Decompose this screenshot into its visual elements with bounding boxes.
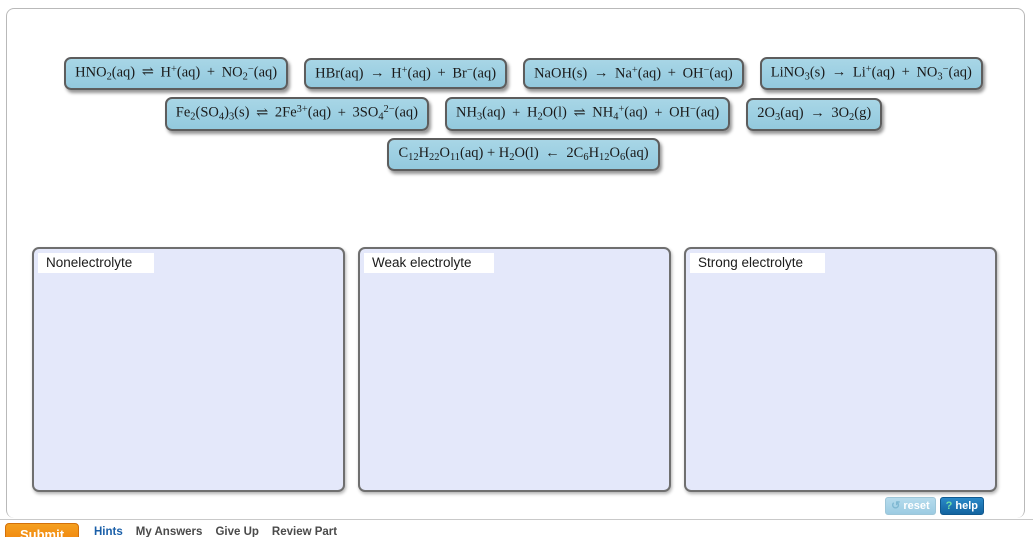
equation-tile-sucrose[interactable]: C12H22O11(aq) + H2O(l) ← 2C6H12O6(aq): [387, 137, 660, 171]
nav-link-review-part[interactable]: Review Part: [271, 526, 338, 537]
tile-row: C12H22O11(aq) + H2O(l) ← 2C6H12O6(aq): [7, 137, 1033, 171]
exercise-panel: HNO2(aq) ⇌ H+(aq) + NO2−(aq) HBr(aq) → H+…: [6, 8, 1025, 518]
dropzone-label-weak-electrolyte: Weak electrolyte: [364, 253, 494, 273]
nav-links: Hints My Answers Give Up Review Part: [94, 526, 337, 537]
tile-row: HNO2(aq) ⇌ H+(aq) + NO2−(aq) HBr(aq) → H+…: [7, 57, 1033, 91]
equation-tile-hbr[interactable]: HBr(aq) → H+(aq) + Br−(aq): [304, 57, 508, 90]
equation-tile-fe2so43[interactable]: Fe2(SO4)3(s) ⇌ 2Fe3+(aq) + 3SO42−(aq): [164, 97, 429, 131]
dropzone-row: Nonelectrolyte Weak electrolyte Strong ele…: [32, 247, 1017, 492]
dropzone-nonelectrolyte[interactable]: Nonelectrolyte: [32, 247, 345, 492]
nav-link-my-answers[interactable]: My Answers: [135, 526, 203, 537]
bottom-toolbar: Submit Hints My Answers Give Up Review Part: [0, 519, 1033, 537]
equation-tile-hno2[interactable]: HNO2(aq) ⇌ H+(aq) + NO2−(aq): [64, 57, 289, 91]
help-button-label: help: [955, 500, 978, 512]
dropzone-strong-electrolyte[interactable]: Strong electrolyte: [684, 247, 997, 492]
equation-tile-nh3[interactable]: NH3(aq) + H2O(l) ⇌ NH4+(aq) + OH−(aq): [445, 97, 731, 131]
equation-tile-lino3[interactable]: LiNO3(s) → Li+(aq) + NO3−(aq): [759, 57, 983, 91]
reset-button[interactable]: ↺ reset: [885, 497, 936, 515]
tile-row: Fe2(SO4)3(s) ⇌ 2Fe3+(aq) + 3SO42−(aq) NH3…: [7, 97, 1033, 131]
dropzone-label-nonelectrolyte: Nonelectrolyte: [38, 253, 155, 273]
dropzone-weak-electrolyte[interactable]: Weak electrolyte: [358, 247, 671, 492]
equation-tile-o3[interactable]: 2O3(aq) → 3O2(g): [746, 97, 883, 131]
equation-tile-tray: HNO2(aq) ⇌ H+(aq) + NO2−(aq) HBr(aq) → H+…: [7, 57, 1033, 178]
dropzone-label-strong-electrolyte: Strong electrolyte: [690, 253, 826, 273]
question-mark-icon: ?: [945, 500, 953, 512]
nav-link-hints[interactable]: Hints: [94, 526, 123, 537]
submit-button[interactable]: Submit: [5, 523, 79, 537]
equation-tile-naoh[interactable]: NaOH(s) → Na+(aq) + OH−(aq): [523, 57, 744, 90]
nav-link-give-up[interactable]: Give Up: [215, 526, 259, 537]
help-button[interactable]: ? help: [939, 497, 984, 515]
zone-tools: ↺ reset ? help: [885, 497, 984, 515]
reset-icon: ↺: [891, 500, 901, 512]
reset-button-label: reset: [903, 500, 930, 512]
